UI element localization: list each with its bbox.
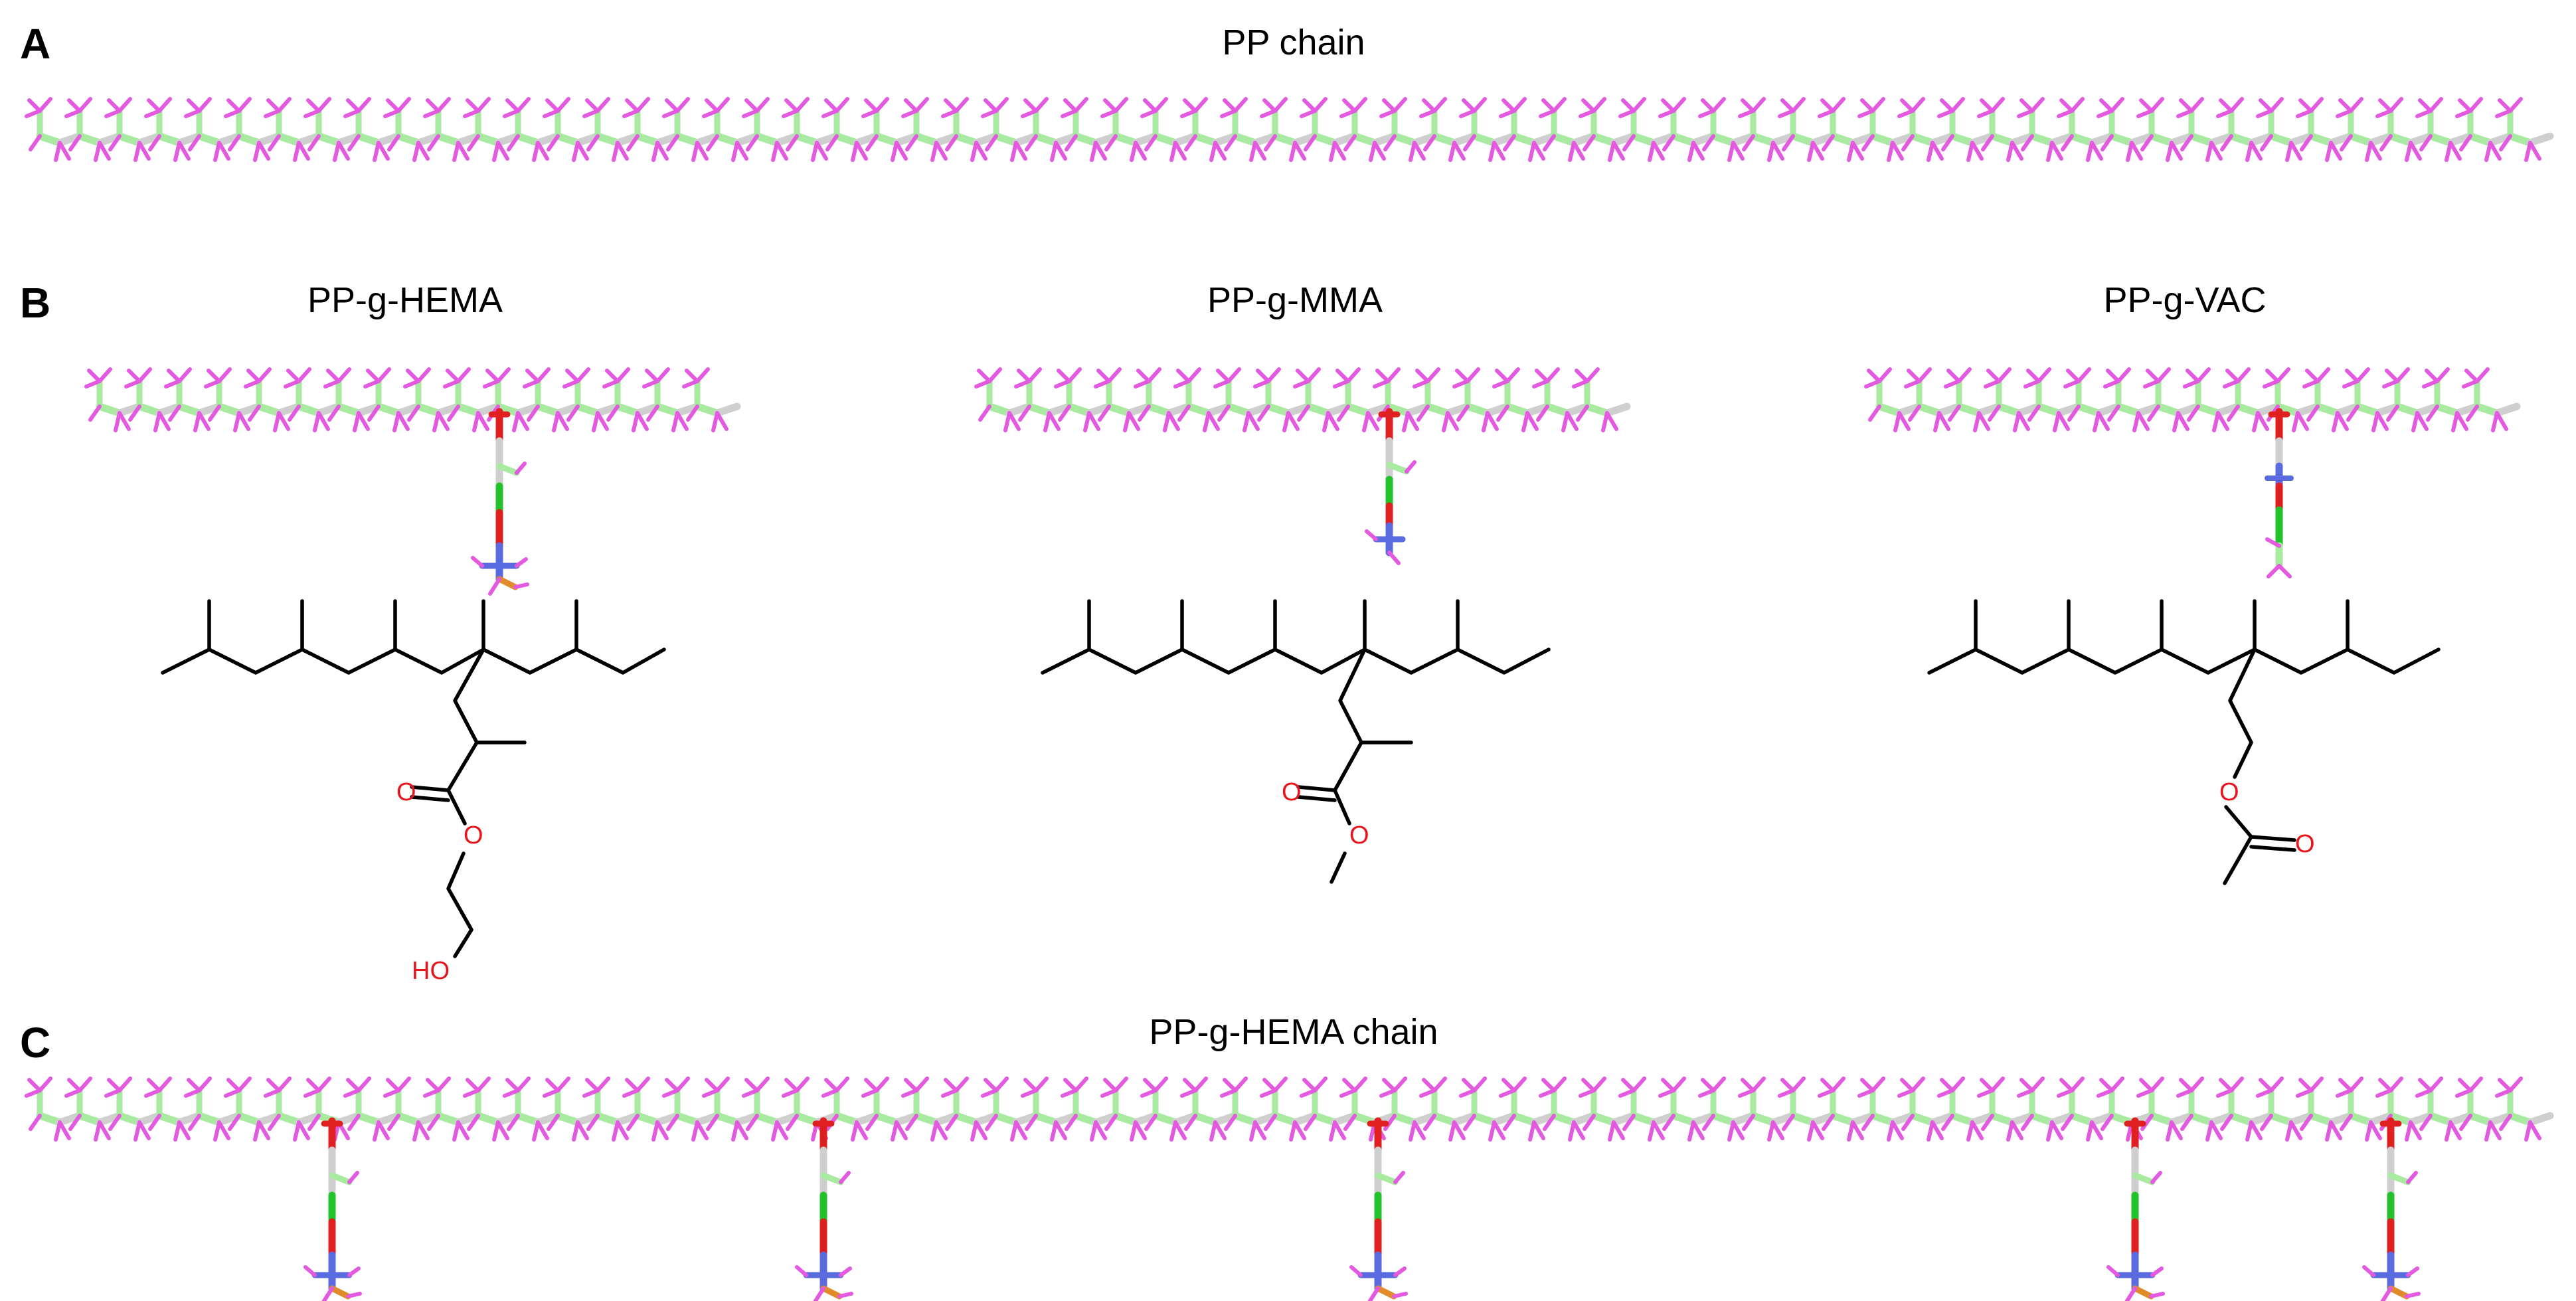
panel-a-letter: A [20,20,50,68]
backbone-repeat-unit [2497,99,2550,160]
pp-g-hema-chain-backbone-model [27,1079,2550,1140]
pp-g-vac-title: PP-g-VAC [2103,280,2266,320]
pp-g-vac-graft-model [2267,412,2291,576]
backbone-repeat-unit [2464,369,2517,430]
pp-g-mma-backbone-model [976,369,1627,430]
pp-g-hema-graft-model [473,412,527,594]
pp-g-hema-title: PP-g-HEMA [307,280,503,320]
pp-g-hema-structure: O O HO [161,599,666,985]
pp-g-mma-carbonyl-o: O [1282,778,1302,806]
graft-site-2 [797,1121,851,1301]
pp-g-hema-hydroxyl: HO [412,957,450,985]
pp-g-hema-carbonyl-o: O [396,778,416,806]
panel-b-letter: B [20,279,50,327]
graft-site-4 [2108,1121,2163,1301]
pp-g-vac-carbonyl-o: O [2295,830,2315,858]
panel-c-title: PP-g-HEMA chain [1149,1012,1438,1052]
pp-g-vac-ester-o: O [2219,778,2239,806]
pp-g-vac-structure: O O [1927,599,2441,885]
pp-g-mma-title: PP-g-MMA [1207,280,1383,320]
pp-g-hema-backbone-model [86,369,737,430]
pp-g-vac-backbone-model [1866,369,2517,430]
panel-a-title: PP chain [1222,23,1365,62]
graft-site-3 [1351,1121,1406,1301]
backbone-repeat-unit [2497,1079,2550,1140]
pp-g-mma-structure: O O [1041,599,1551,884]
pp-g-mma-graft-model [1367,412,1415,563]
pp-chain-model [27,99,2550,160]
backbone-repeat-unit [684,369,737,430]
graft-site-1 [305,1121,360,1301]
backbone-repeat-unit [1574,369,1627,430]
pp-g-mma-ester-o: O [1349,822,1369,849]
panel-c-letter: C [20,1019,50,1067]
pp-g-hema-ester-o: O [464,822,483,849]
graft-site-5 [2364,1121,2419,1301]
